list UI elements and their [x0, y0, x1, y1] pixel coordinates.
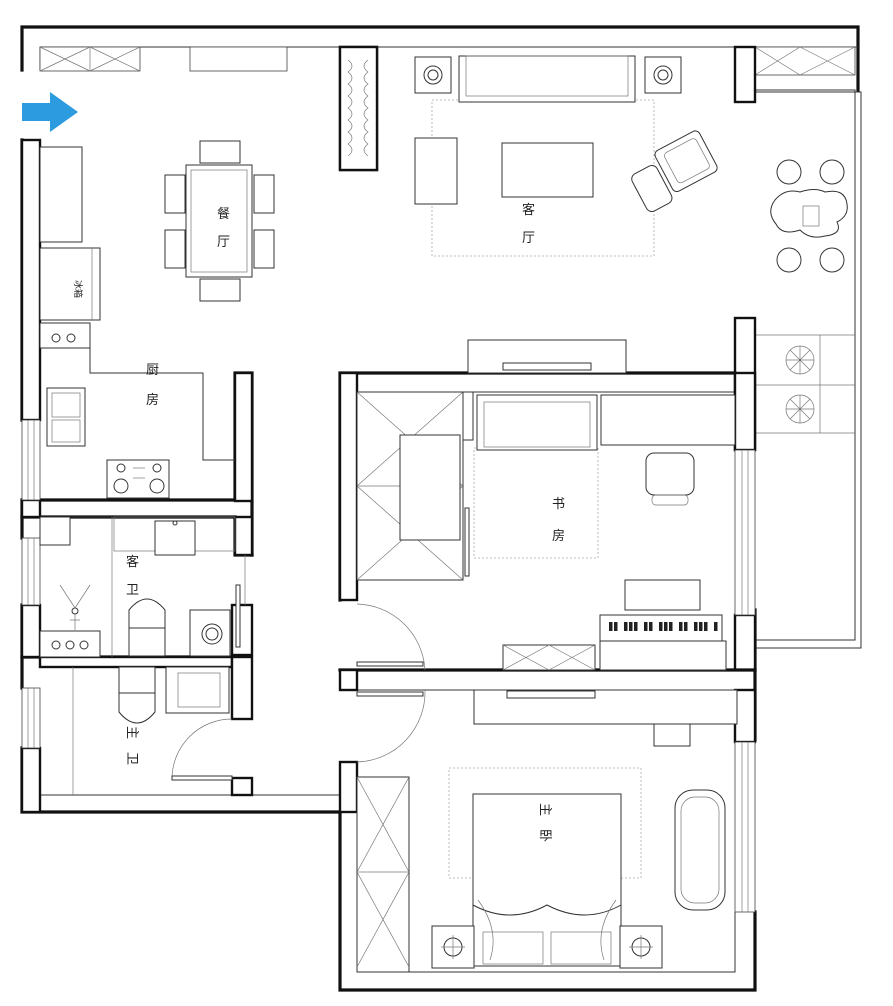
balcony-plants: [785, 345, 815, 424]
room-labels: 餐 厅 客 厅 厨 房 书 房 客 卫 主 卫 主 卧 冰箱: [72, 202, 565, 842]
piano-key: [684, 622, 688, 631]
guest-bath-label-1: 客: [126, 554, 139, 570]
living-room-furniture: [414, 55, 718, 257]
dining-label-1: 餐: [217, 206, 230, 222]
bedroom-label-2: 卧: [537, 829, 552, 842]
entry-arrow-icon: [22, 92, 78, 132]
piano-key: [704, 622, 708, 631]
piano-key: [659, 622, 663, 631]
living-label-2: 厅: [522, 231, 535, 246]
bedroom-label-1: 主: [537, 803, 552, 816]
piano-key: [679, 622, 683, 631]
piano-key: [624, 622, 628, 631]
master-bedroom-furniture: [356, 689, 738, 973]
piano-key: [669, 622, 673, 631]
dining-label-2: 厅: [217, 235, 230, 250]
master-bath-fixtures: [72, 666, 230, 795]
piano-key: [699, 622, 703, 631]
kitchen-label-2: 房: [146, 392, 159, 408]
dining-table-set: [164, 140, 275, 302]
master-bath-label-1: 主: [124, 726, 139, 739]
doors: [171, 555, 426, 781]
piano-key: [664, 622, 668, 631]
study-label-2: 房: [552, 528, 565, 544]
study-label-1: 书: [552, 497, 565, 512]
guest-bath-fixtures: [39, 516, 236, 658]
piano-key: [634, 622, 638, 631]
kitchen-fixtures: [39, 146, 235, 499]
piano-key: [609, 622, 613, 631]
fridge-label: 冰箱: [72, 280, 84, 298]
piano-key: [629, 622, 633, 631]
windows: [21, 46, 756, 913]
living-label-1: 客: [522, 202, 535, 218]
piano-key: [614, 622, 618, 631]
tv-console: [467, 339, 627, 374]
study-furniture: [356, 391, 736, 671]
balcony: [754, 46, 862, 649]
piano-key: [694, 622, 698, 631]
piano-key: [644, 622, 648, 631]
decorative-screen: [338, 45, 379, 172]
guest-bath-label-2: 卫: [126, 583, 139, 598]
kitchen-label-1: 厨: [146, 363, 159, 378]
piano-key: [649, 622, 653, 631]
balcony-tea-set: [770, 159, 848, 273]
master-bath-label-2: 卫: [124, 752, 139, 765]
piano-key: [714, 622, 718, 631]
